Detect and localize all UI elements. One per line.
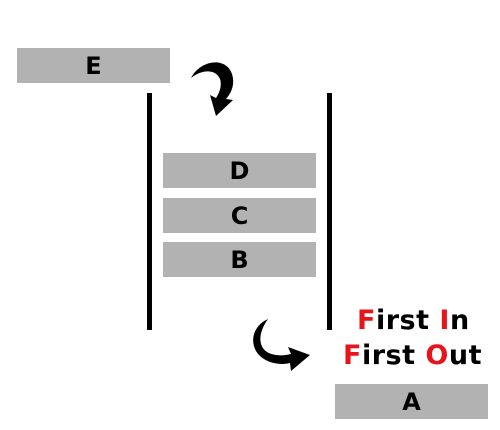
outgoing-item-a: A	[335, 384, 488, 419]
caption-letter-o: O	[425, 340, 449, 371]
curved-arrow-right-icon	[253, 319, 310, 371]
stack-right-wall	[327, 93, 332, 330]
stack-item-c: C	[163, 198, 316, 233]
curved-arrow-down-icon	[191, 62, 234, 116]
caption-letter-i: I	[439, 305, 450, 336]
caption-text: irst	[375, 305, 440, 336]
caption-text: ut	[448, 340, 482, 371]
caption-text: irst	[361, 340, 426, 371]
stack-item-label: D	[229, 156, 250, 185]
stack-item-d: D	[163, 153, 316, 188]
incoming-item-e: E	[17, 48, 170, 83]
stack-item-b: B	[163, 242, 316, 277]
caption-letter-f: F	[343, 340, 362, 371]
caption-first-in: First In	[357, 307, 470, 334]
stack-item-label: B	[230, 245, 249, 274]
caption-text: n	[449, 305, 470, 336]
outgoing-item-label: A	[402, 387, 421, 416]
incoming-item-label: E	[85, 51, 102, 80]
caption-letter-f: F	[357, 305, 376, 336]
caption-first-out: First Out	[343, 342, 482, 369]
stack-item-label: C	[230, 201, 249, 230]
stack-left-wall	[147, 93, 152, 330]
